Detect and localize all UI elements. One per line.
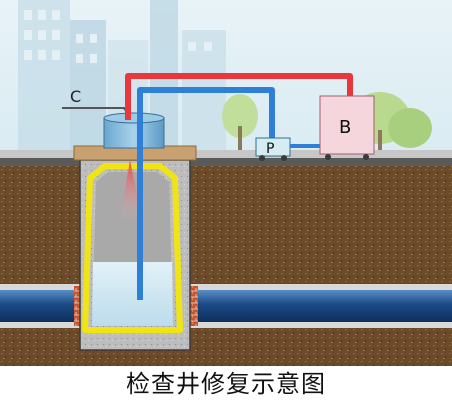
soil <box>0 166 452 366</box>
sewer-pipe <box>0 290 452 322</box>
pump-unit: P <box>255 137 291 161</box>
cold-pipe <box>137 87 275 300</box>
hot-spray <box>120 160 142 220</box>
yellow-liner <box>82 163 183 333</box>
ground-surface <box>0 158 452 166</box>
hot-pipe <box>125 73 353 120</box>
label-p: P <box>266 141 274 157</box>
sidewalk <box>0 150 452 158</box>
label-c: C <box>70 87 81 106</box>
container <box>103 112 165 149</box>
diagram-caption: 检查井修复示意图 <box>126 370 326 398</box>
label-b: B <box>339 117 351 138</box>
water-fill <box>92 262 173 326</box>
control-box: B <box>319 95 375 160</box>
